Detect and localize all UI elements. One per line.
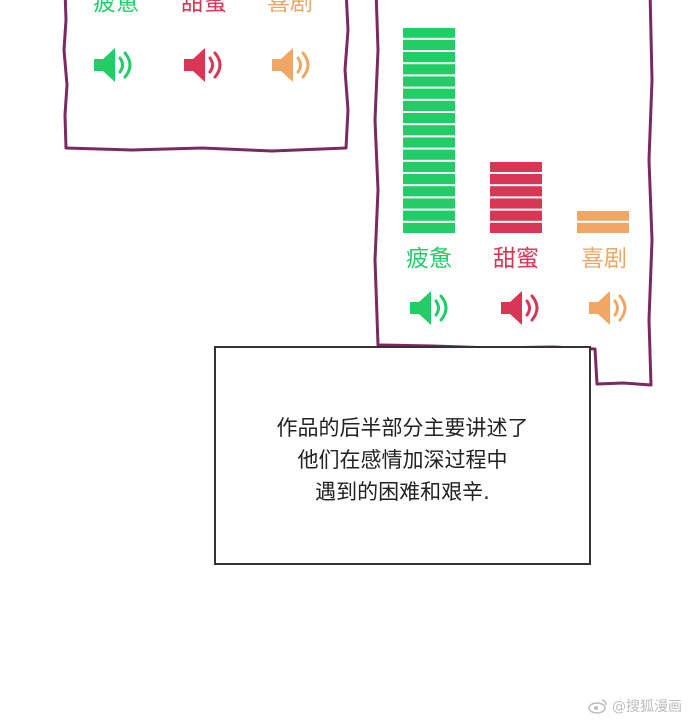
caption-line: 作品的后半部分主要讲述了 <box>276 415 529 440</box>
level-segment <box>403 186 455 197</box>
level-segment <box>577 211 629 221</box>
mood-level-bar-sweet <box>490 162 542 235</box>
level-segment <box>403 210 455 221</box>
level-segment <box>490 222 542 233</box>
speaker-icon[interactable] <box>499 288 545 328</box>
level-segment <box>403 198 455 209</box>
level-segment <box>490 186 542 197</box>
level-segment <box>403 64 455 75</box>
level-segment <box>403 222 455 233</box>
level-segment <box>403 28 455 38</box>
mood-panel-left: 疲惫 甜蜜 喜剧 <box>62 0 350 153</box>
speaker-icon[interactable] <box>587 288 633 328</box>
level-segment <box>403 52 455 63</box>
level-segment <box>403 100 455 111</box>
mood-label-tired: 疲惫 <box>406 246 452 272</box>
speaker-icon[interactable] <box>182 45 228 85</box>
weibo-icon <box>588 699 607 714</box>
mood-level-bar-tired <box>403 28 455 235</box>
level-segment <box>490 162 542 172</box>
watermark-text: @搜狐漫画 <box>612 699 682 715</box>
mood-panel-right: 疲惫 甜蜜 喜剧 <box>373 0 655 390</box>
level-segment <box>403 39 455 50</box>
caption-box: 作品的后半部分主要讲述了 他们在感情加深过程中 遇到的困难和艰辛. <box>214 346 591 565</box>
speaker-icon[interactable] <box>92 45 138 85</box>
level-bar-svg <box>403 28 455 233</box>
mood-label-tired: 疲惫 <box>93 0 139 16</box>
speaker-icon[interactable] <box>270 45 316 85</box>
level-segment <box>577 222 629 233</box>
watermark: @搜狐漫画 <box>588 696 682 716</box>
level-segment <box>403 76 455 87</box>
level-segment <box>403 174 455 185</box>
mood-label-sweet: 甜蜜 <box>181 0 227 16</box>
caption-line: 他们在感情加深过程中 <box>297 447 508 472</box>
level-segment <box>403 137 455 148</box>
level-segment <box>403 149 455 160</box>
panel-frame <box>62 0 350 153</box>
level-segment <box>403 125 455 136</box>
level-segment <box>403 161 455 172</box>
mood-label-sweet: 甜蜜 <box>493 246 539 272</box>
caption-line: 遇到的困难和艰辛. <box>315 479 490 504</box>
level-segment <box>403 113 455 124</box>
level-bar-svg <box>490 162 542 233</box>
level-segment <box>490 198 542 209</box>
mood-label-comedy: 喜剧 <box>581 246 627 272</box>
level-bar-svg <box>577 211 629 233</box>
mood-level-bar-comedy <box>577 211 629 235</box>
level-segment <box>490 174 542 185</box>
speaker-icon[interactable] <box>408 288 454 328</box>
level-segment <box>403 88 455 99</box>
level-segment <box>490 210 542 221</box>
mood-label-comedy: 喜剧 <box>267 0 313 16</box>
